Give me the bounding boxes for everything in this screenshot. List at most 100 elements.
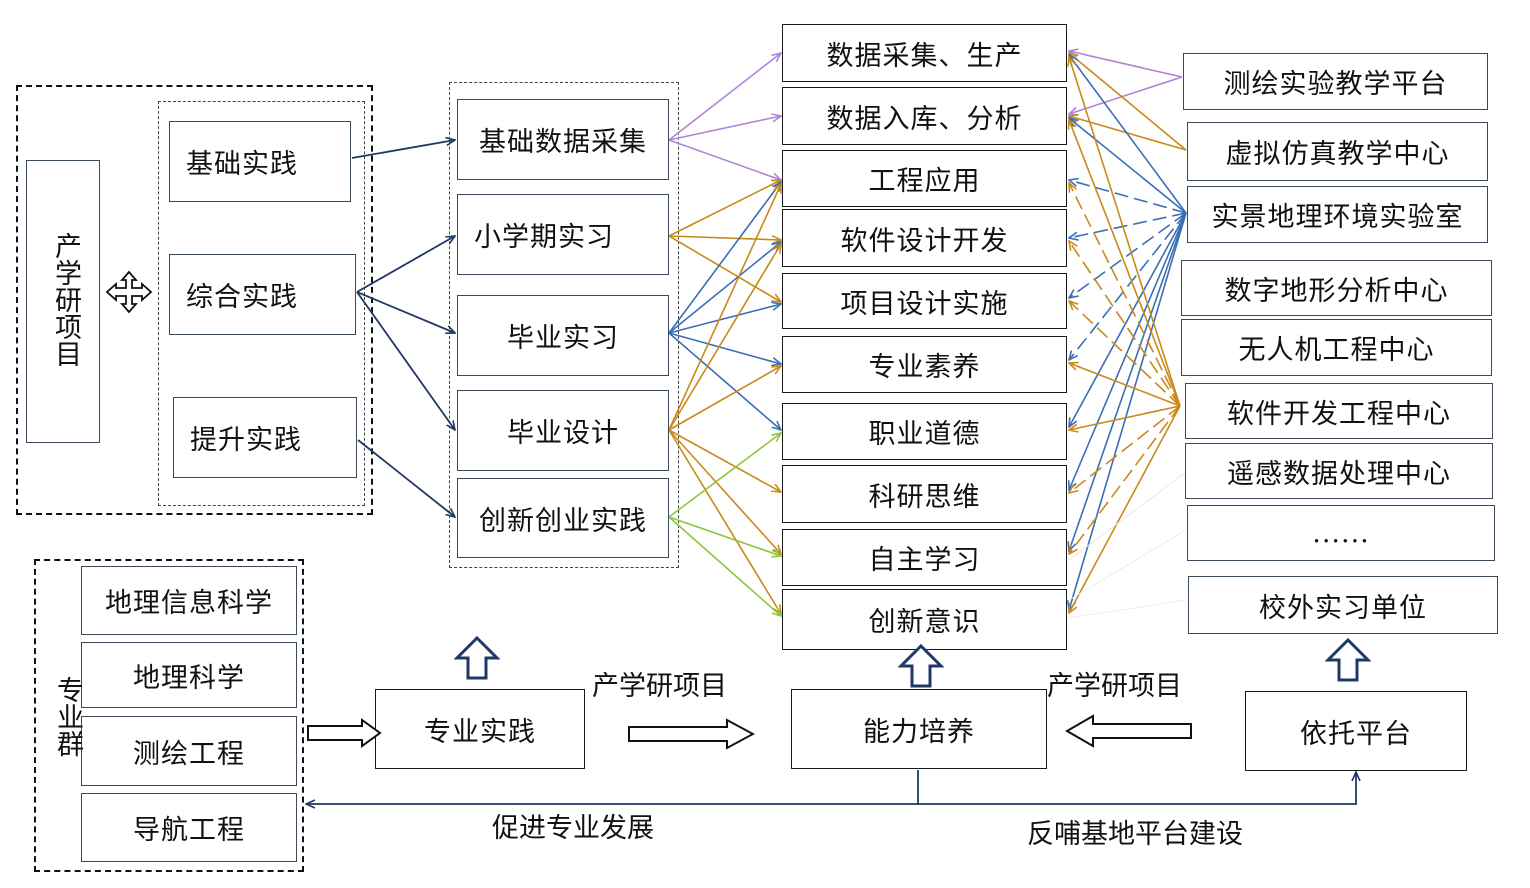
link-p3-a10 (1069, 212, 1187, 610)
platform-support-box: 依托平台 (1245, 691, 1467, 771)
link-p2-a1 (1069, 53, 1187, 151)
link-design-a3 (668, 184, 781, 431)
middle-design: 毕业设计 (457, 390, 669, 471)
platform-item: 测绘实验教学平台 (1183, 53, 1488, 110)
link-design-a8 (668, 429, 781, 492)
link-p3-a2 (1069, 118, 1187, 214)
link-p3-a1 (1069, 55, 1187, 214)
link-p6-a3 (1069, 183, 1181, 407)
four-way-arrow-icon (105, 270, 153, 314)
link-collect-a3 (668, 139, 781, 180)
project-box (26, 160, 100, 443)
link-p3-a6 (1069, 212, 1187, 360)
platform-item: 遥感数据处理中心 (1185, 443, 1493, 499)
project-label: 产学研项目 (50, 232, 81, 367)
ability-training-box: 能力培养 (791, 689, 1047, 769)
ability-item: 数据入库、分析 (782, 87, 1067, 145)
right-arrow-icon (628, 718, 755, 750)
left-group-frame (16, 85, 373, 515)
up-arrow-icon (898, 644, 944, 688)
platform-item: ...... (1187, 505, 1495, 561)
link-intern-a4 (668, 242, 781, 334)
platform-links (1068, 51, 1187, 619)
ability-item: 创新意识 (782, 589, 1067, 650)
link-comp-to-design (356, 291, 455, 430)
link-intern-a6 (668, 332, 781, 364)
link-p6-a1 (1069, 57, 1181, 407)
project-label-left: 产学研项目 (592, 671, 727, 702)
link-p1-a2 (1069, 76, 1183, 114)
ability-item: 项目设计实施 (782, 273, 1067, 329)
link-innov-a10 (668, 516, 781, 616)
link-faint-3 (1068, 599, 1187, 619)
major-practice-box: 专业实践 (375, 689, 585, 769)
middle-links (668, 53, 781, 616)
link-innov-a9 (668, 516, 781, 556)
link-design-a4 (668, 244, 781, 431)
link-p3-a7 (1069, 212, 1187, 427)
promote-label: 促进专业发展 (492, 813, 654, 844)
platform-item: 校外实习单位 (1188, 576, 1498, 634)
platform-item: 无人机工程中心 (1181, 319, 1492, 376)
link-design-a9 (668, 429, 781, 554)
link-p6-a4 (1069, 241, 1181, 407)
promote-line (306, 770, 919, 804)
link-p3-a9 (1069, 212, 1187, 551)
middle-internship: 毕业实习 (457, 295, 669, 376)
link-collect-a1 (668, 53, 781, 141)
major-item: 测绘工程 (81, 716, 297, 786)
practice-links (351, 140, 455, 517)
platform-item: 软件开发工程中心 (1185, 383, 1493, 439)
major-item: 地理科学 (81, 642, 297, 708)
link-design-a6 (668, 366, 781, 431)
link-basic-to-collect (351, 140, 455, 159)
link-p6-a10 (1069, 405, 1181, 613)
link-faint-2 (1068, 529, 1187, 601)
link-intern-a5 (668, 304, 781, 334)
practice-comprehensive: 综合实践 (169, 254, 356, 335)
link-collect-a2 (668, 116, 781, 141)
link-p6-a5 (1069, 301, 1181, 407)
link-design-a10 (668, 429, 781, 614)
link-comp-to-intern (356, 291, 455, 333)
link-p3-a8 (1069, 212, 1187, 490)
middle-innovation: 创新创业实践 (457, 478, 669, 558)
platform-item: 虚拟仿真教学中心 (1187, 122, 1488, 181)
link-p6-a7 (1069, 405, 1181, 430)
link-short-a3 (668, 180, 781, 237)
platform-item: 数字地形分析中心 (1181, 260, 1492, 316)
link-intern-a3 (668, 182, 781, 334)
link-p6-a8 (1069, 405, 1181, 493)
practice-basic: 基础实践 (169, 121, 351, 202)
link-p6-a2 (1069, 120, 1181, 407)
link-up-to-innov (357, 439, 455, 517)
up-arrow-icon (1325, 638, 1371, 682)
up-arrow-icon (454, 636, 500, 680)
link-p6-a9 (1069, 405, 1181, 554)
feedback-label: 反哺基地平台建设 (1027, 819, 1243, 850)
link-innov-a7 (668, 433, 781, 518)
project-label-right: 产学研项目 (1047, 671, 1182, 702)
feedback-line (918, 772, 1356, 805)
link-p3-a3 (1069, 180, 1187, 214)
link-short-a4 (668, 236, 781, 240)
majors-group-label: 专业群 (52, 676, 83, 757)
link-p3-a5 (1069, 212, 1187, 298)
practice-advanced: 提升实践 (173, 397, 357, 478)
link-intern-a7 (668, 332, 781, 430)
major-item: 地理信息科学 (81, 566, 297, 635)
ability-item: 科研思维 (782, 465, 1067, 523)
link-comp-to-short (356, 236, 455, 293)
feedback-lines (306, 770, 1356, 804)
left-arrow-icon (1065, 714, 1192, 748)
middle-basic-data: 基础数据采集 (457, 99, 669, 180)
link-p1-a1 (1069, 51, 1183, 78)
ability-item: 职业道德 (782, 403, 1067, 460)
ability-item: 自主学习 (782, 529, 1067, 586)
link-p6-a6 (1069, 363, 1181, 407)
major-item: 导航工程 (81, 793, 297, 862)
ability-item: 专业素养 (782, 336, 1067, 393)
link-short-a5 (668, 235, 781, 302)
majors-group-frame (34, 559, 304, 872)
